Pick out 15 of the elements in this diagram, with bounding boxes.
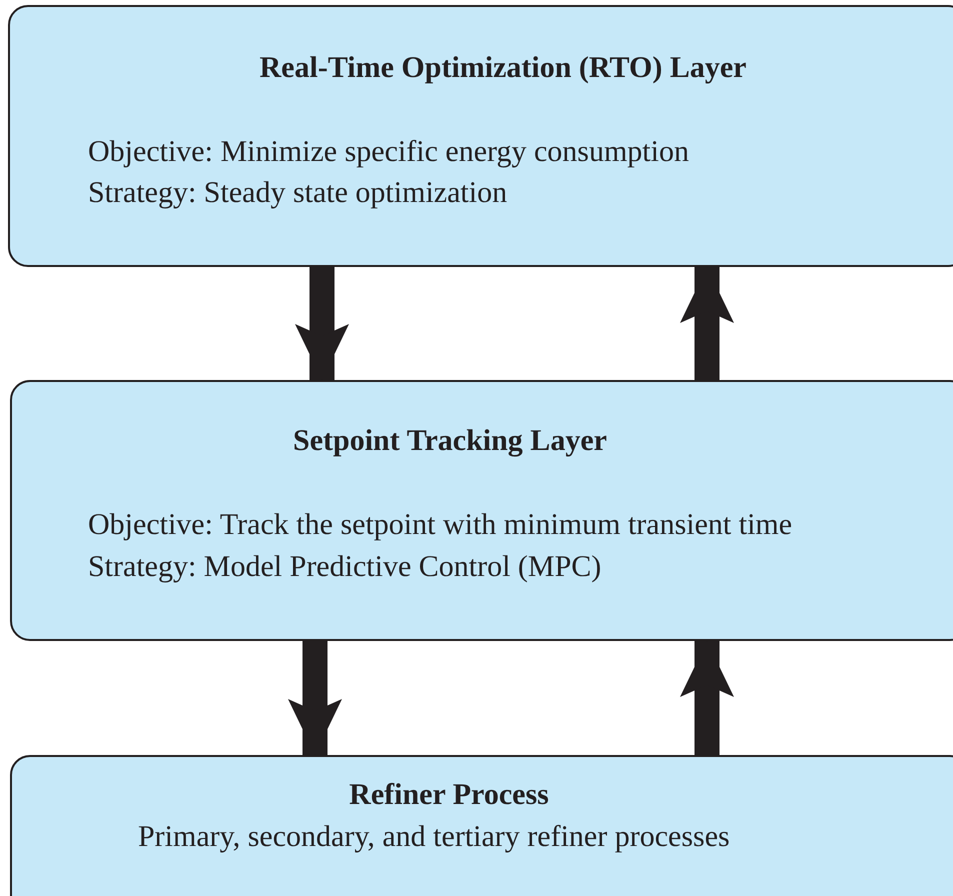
layer-title: Setpoint Tracking Layer [292, 423, 608, 459]
layer-box [8, 5, 953, 267]
layer-description: Objective: Track the setpoint with minimum transient time [88, 507, 792, 543]
layer-description: Primary, secondary, and tertiary refiner processes [138, 819, 730, 855]
layer-title: Real-Time Optimization (RTO) Layer [258, 50, 748, 86]
layer-box [10, 380, 953, 641]
layer-description: Objective: Minimize specific energy consumption [88, 134, 689, 170]
layer-box [10, 755, 953, 896]
layer-description: Strategy: Steady state optimization [88, 175, 508, 211]
layer-description: Strategy: Model Predictive Control (MPC) [88, 549, 602, 585]
arrow [295, 267, 349, 380]
layer-title: Refiner Process [348, 777, 550, 813]
arrow [680, 267, 734, 380]
arrow [288, 641, 342, 755]
arrow [680, 641, 734, 755]
